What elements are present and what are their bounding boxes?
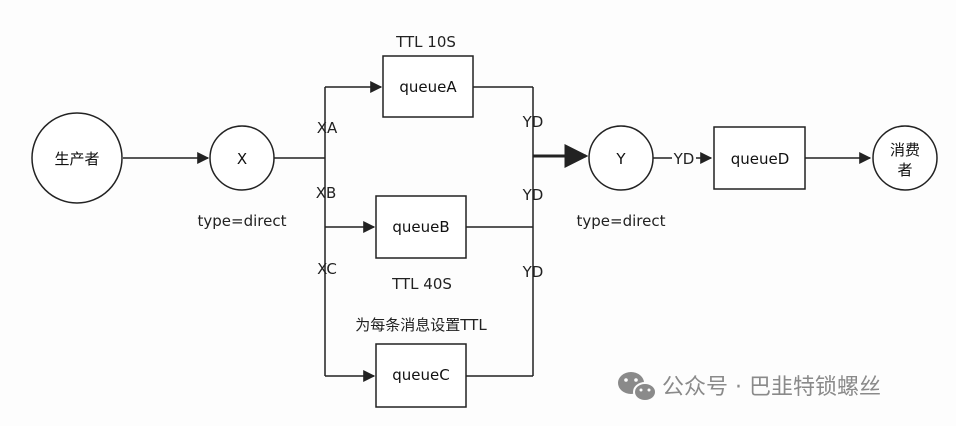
route-label-yd-b: YD xyxy=(522,186,544,204)
exchange-x-node: X xyxy=(209,125,275,191)
queue-d-label: queueD xyxy=(731,150,790,168)
queue-a-node: queueA xyxy=(382,55,474,118)
route-label-yd-y: YD xyxy=(673,150,695,168)
queue-b-label: queueB xyxy=(392,218,449,236)
queue-b-node: queueB xyxy=(375,195,467,259)
exchange-y-type-label: type=direct xyxy=(577,212,666,230)
route-label-yd-a: YD xyxy=(522,113,544,131)
producer-node: 生产者 xyxy=(31,112,123,204)
consumer-label-line1: 消费 xyxy=(890,141,920,159)
watermark: 公众号 · 巴韭特锁螺丝 xyxy=(618,372,881,402)
ttl-c-note: 为每条消息设置TTL xyxy=(355,316,487,334)
producer-label: 生产者 xyxy=(54,150,99,168)
queue-c-node: queueC xyxy=(375,343,467,408)
route-label-xb: XB xyxy=(316,184,337,202)
ttl-a-label: TTL 10S xyxy=(395,33,456,51)
wechat-icon xyxy=(618,372,657,402)
queue-c-label: queueC xyxy=(392,366,449,384)
queue-a-label: queueA xyxy=(399,78,457,96)
exchange-y-node: Y xyxy=(588,125,654,191)
exchange-y-label: Y xyxy=(615,150,626,168)
exchange-x-label: X xyxy=(237,150,247,168)
consumer-node: 消费 者 xyxy=(872,125,938,191)
route-label-xa: XA xyxy=(317,119,338,137)
consumer-label-line2: 者 xyxy=(897,161,912,179)
watermark-text: 公众号 · 巴韭特锁螺丝 xyxy=(662,375,881,400)
exchange-x-type-label: type=direct xyxy=(198,212,287,230)
route-label-yd-c: YD xyxy=(522,263,544,281)
queue-d-node: queueD xyxy=(713,126,806,190)
ttl-b-label: TTL 40S xyxy=(391,275,452,293)
route-label-xc: XC xyxy=(317,260,337,278)
